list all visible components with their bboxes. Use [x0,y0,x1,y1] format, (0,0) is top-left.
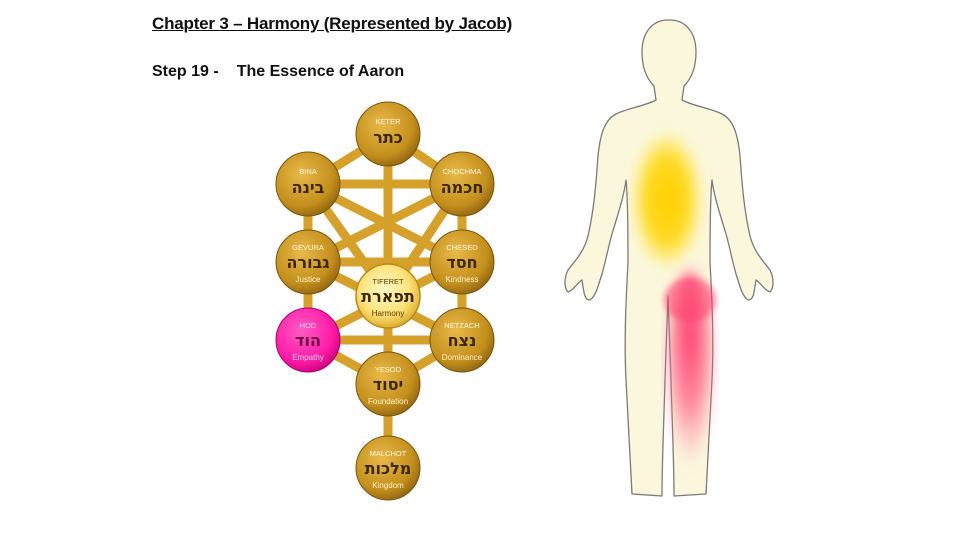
chest-glow [631,130,703,270]
body-figure [564,19,774,497]
sefira-chochma-latin: CHOCHMA [443,167,482,176]
sefira-keter-latin: KETER [375,117,401,126]
sefira-chesed: CHESED חסד Kindness [429,229,495,295]
sefira-keter-hebrew: כתר [373,128,403,147]
sefira-tiferet-hebrew: תפארת [361,287,415,306]
sefira-bina-latin: BINA [299,167,317,176]
sefira-bina-hebrew: בינה [292,178,325,197]
sefira-yesod-meaning: Foundation [368,397,408,406]
sefira-netzach-hebrew: נצח [448,331,477,350]
sefira-malchot-hebrew: מלכות [365,459,412,478]
sefira-tiferet-latin: TIFERET [372,277,404,286]
sefira-yesod-latin: YESOD [375,365,402,374]
chapter-title: Chapter 3 – Harmony (Represented by Jaco… [152,14,513,33]
sefira-yesod: YESOD יסוד Foundation [355,351,421,417]
sefira-keter: KETER כתר [355,101,421,167]
sefira-malchot-meaning: Kingdom [372,481,404,490]
sefira-hod: HOD הוד Empathy [275,307,341,373]
sefira-malchot-latin: MALCHOT [370,449,407,458]
sefira-hod-latin: HOD [300,321,317,330]
sefira-chesed-latin: CHESED [446,243,478,252]
sefira-gevura-latin: GEVURA [292,243,324,252]
sefira-chesed-hebrew: חסד [446,253,477,272]
sefira-gevura: GEVURA גבורה Justice [275,229,341,295]
sefira-gevura-hebrew: גבורה [286,253,329,272]
sefira-tiferet: TIFERET תפארת Harmony [355,263,421,329]
sefira-malchot: MALCHOT מלכות Kingdom [355,435,421,501]
sefira-netzach-latin: NETZACH [444,321,479,330]
sefira-hod-hebrew: הוד [295,331,321,350]
sefira-yesod-hebrew: יסוד [373,375,403,394]
sefira-bina: BINA בינה [275,151,341,217]
sefira-gevura-meaning: Justice [296,275,321,284]
leg-glow [666,270,714,490]
sefira-chochma-hebrew: חכמה [441,178,484,197]
sefira-tiferet-meaning: Harmony [372,309,404,318]
sefira-chochma: CHOCHMA חכמה [429,151,495,217]
sefira-hod-meaning: Empathy [292,353,324,362]
sefira-netzach-meaning: Dominance [442,353,483,362]
step-number: Step 19 - [152,63,219,80]
hip-glow [664,278,716,322]
step-heading: Step 19 - The Essence of Aaron [152,63,404,81]
sefira-netzach: NETZACH נצח Dominance [429,307,495,373]
step-name: The Essence of Aaron [236,63,405,80]
sefira-chesed-meaning: Kindness [446,275,479,284]
